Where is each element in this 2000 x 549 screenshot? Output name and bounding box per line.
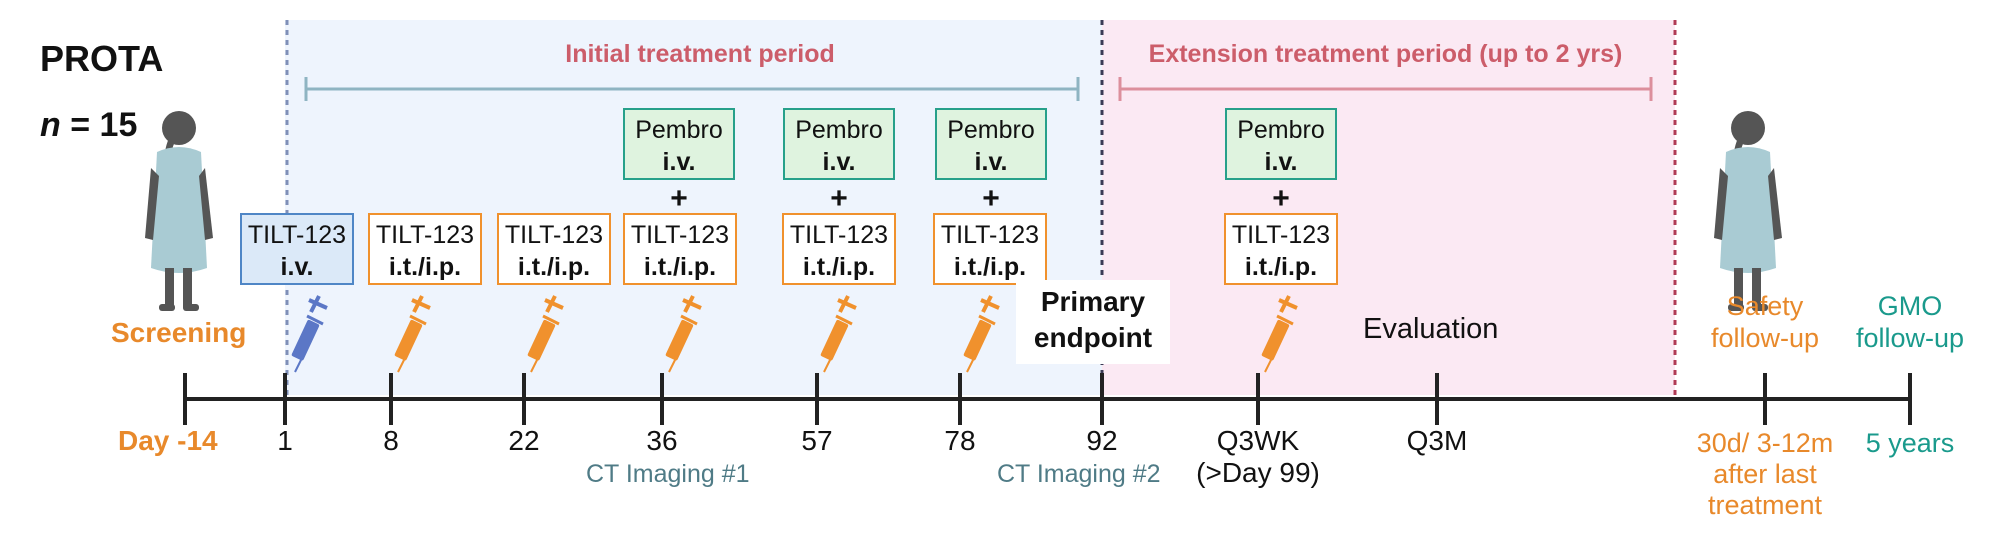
plus-sign-day36: +: [670, 182, 688, 215]
study-n: n = 15: [40, 106, 137, 145]
day-1-label: 1: [277, 425, 293, 456]
ct-imaging-1-label: CT Imaging #1: [586, 460, 750, 488]
primary-endpoint-line2: endpoint: [1033, 322, 1153, 353]
study-n-symbol: n: [40, 106, 61, 144]
tilt-label: TILT-123: [789, 221, 889, 249]
tilt-label: TILT-123: [247, 221, 347, 249]
tilt-label: TILT-123: [375, 221, 475, 249]
safety-line2: follow-up: [1710, 323, 1820, 353]
safety-timing-label: 30d/ 3-12m after last treatment: [1675, 428, 1855, 521]
extension-period-title: Extension treatment period (up to 2 yrs): [1148, 40, 1623, 68]
plus-sign-q3wk: +: [1272, 182, 1290, 215]
safety-timing-line1: 30d/ 3-12m: [1696, 428, 1834, 458]
tilt-route: i.t./i.p.: [802, 253, 876, 281]
pembro-box-day78: Pembro i.v.: [935, 108, 1047, 180]
pembro-box-day57: Pembro i.v.: [783, 108, 895, 180]
evaluation-label: Evaluation: [1363, 313, 1499, 345]
safety-timing-line3: treatment: [1707, 490, 1823, 520]
patient-figure-left-icon: [145, 111, 213, 311]
q3wk-label: Q3WK (>Day 99): [1178, 425, 1338, 489]
safety-line1: Safety: [1726, 291, 1804, 321]
syringe-day57-icon: [818, 294, 858, 374]
gmo-followup-label: GMO follow-up: [1830, 290, 1990, 354]
pembro-route: i.v.: [974, 148, 1008, 176]
day-minus14-label: Day -14: [118, 425, 218, 456]
tilt-label: TILT-123: [504, 221, 604, 249]
tilt-route: i.t./i.p.: [1244, 253, 1318, 281]
day-92-label: 92: [1086, 425, 1118, 456]
day-57-label: 57: [801, 425, 833, 456]
q3wk-subtext: (>Day 99): [1196, 457, 1320, 488]
day-78-label: 78: [944, 425, 976, 456]
tilt-box-day8: TILT-123 i.t./i.p.: [368, 213, 482, 285]
syringe-day78-icon: [961, 294, 1001, 374]
extension-period-region: [1102, 20, 1675, 395]
pembro-box-day36: Pembro i.v.: [623, 108, 735, 180]
day-8-label: 8: [383, 425, 399, 456]
study-title: PROTA: [40, 38, 164, 79]
patient-figure-right-icon: [1714, 111, 1782, 311]
tilt-route: i.t./i.p.: [388, 253, 462, 281]
initial-period-bracket: [304, 77, 1080, 101]
syringe-day1-icon: [289, 294, 329, 374]
tilt-box-q3wk: TILT-123 i.t./i.p.: [1224, 213, 1338, 285]
timeline-axis: [183, 373, 1912, 425]
extension-period-bracket: [1118, 77, 1653, 101]
tilt-route: i.t./i.p.: [517, 253, 591, 281]
plus-sign-day78: +: [982, 182, 1000, 215]
tilt-route: i.t./i.p.: [953, 253, 1027, 281]
pembro-label: Pembro: [947, 116, 1035, 144]
syringe-q3wk-icon: [1259, 294, 1299, 374]
safety-timing-line2: after last: [1713, 459, 1817, 489]
study-n-value: = 15: [70, 106, 138, 144]
syringe-day36-icon: [663, 294, 703, 374]
safety-followup-label: Safety follow-up: [1680, 290, 1850, 354]
tilt-label: TILT-123: [1231, 221, 1331, 249]
gmo-line2: follow-up: [1855, 323, 1965, 353]
pembro-route: i.v.: [662, 148, 696, 176]
tilt-box-day22: TILT-123 i.t./i.p.: [497, 213, 611, 285]
pembro-label: Pembro: [795, 116, 883, 144]
pembro-box-q3wk: Pembro i.v.: [1225, 108, 1337, 180]
primary-endpoint-line1: Primary: [1040, 286, 1146, 317]
day-22-label: 22: [508, 425, 540, 456]
day-36-label: 36: [646, 425, 678, 456]
syringe-day22-icon: [525, 294, 565, 374]
pembro-label: Pembro: [1237, 116, 1325, 144]
tilt-box-day57: TILT-123 i.t./i.p.: [782, 213, 896, 285]
pembro-label: Pembro: [635, 116, 723, 144]
pembro-route: i.v.: [1264, 148, 1298, 176]
tilt-route: i.t./i.p.: [643, 253, 717, 281]
tilt-label: TILT-123: [940, 221, 1040, 249]
q3wk-text: Q3WK: [1216, 425, 1300, 456]
tilt-label: TILT-123: [630, 221, 730, 249]
plus-sign-day57: +: [830, 182, 848, 215]
tilt-box-day78: TILT-123 i.t./i.p.: [933, 213, 1047, 285]
gmo-line1: GMO: [1877, 291, 1943, 321]
screening-label: Screening: [111, 317, 247, 348]
pembro-route: i.v.: [822, 148, 856, 176]
initial-period-title: Initial treatment period: [565, 40, 835, 68]
q3m-label: Q3M: [1406, 425, 1468, 456]
syringe-day8-icon: [392, 294, 432, 374]
tilt-box-day1: TILT-123 i.v.: [240, 213, 354, 285]
tilt-box-day36: TILT-123 i.t./i.p.: [623, 213, 737, 285]
primary-endpoint-label: Primary endpoint: [1016, 280, 1170, 364]
gmo-timing-label: 5 years: [1865, 428, 1955, 458]
initial-period-region: [285, 20, 1102, 395]
tilt-route: i.v.: [280, 253, 314, 281]
ct-imaging-2-label: CT Imaging #2: [997, 460, 1161, 488]
